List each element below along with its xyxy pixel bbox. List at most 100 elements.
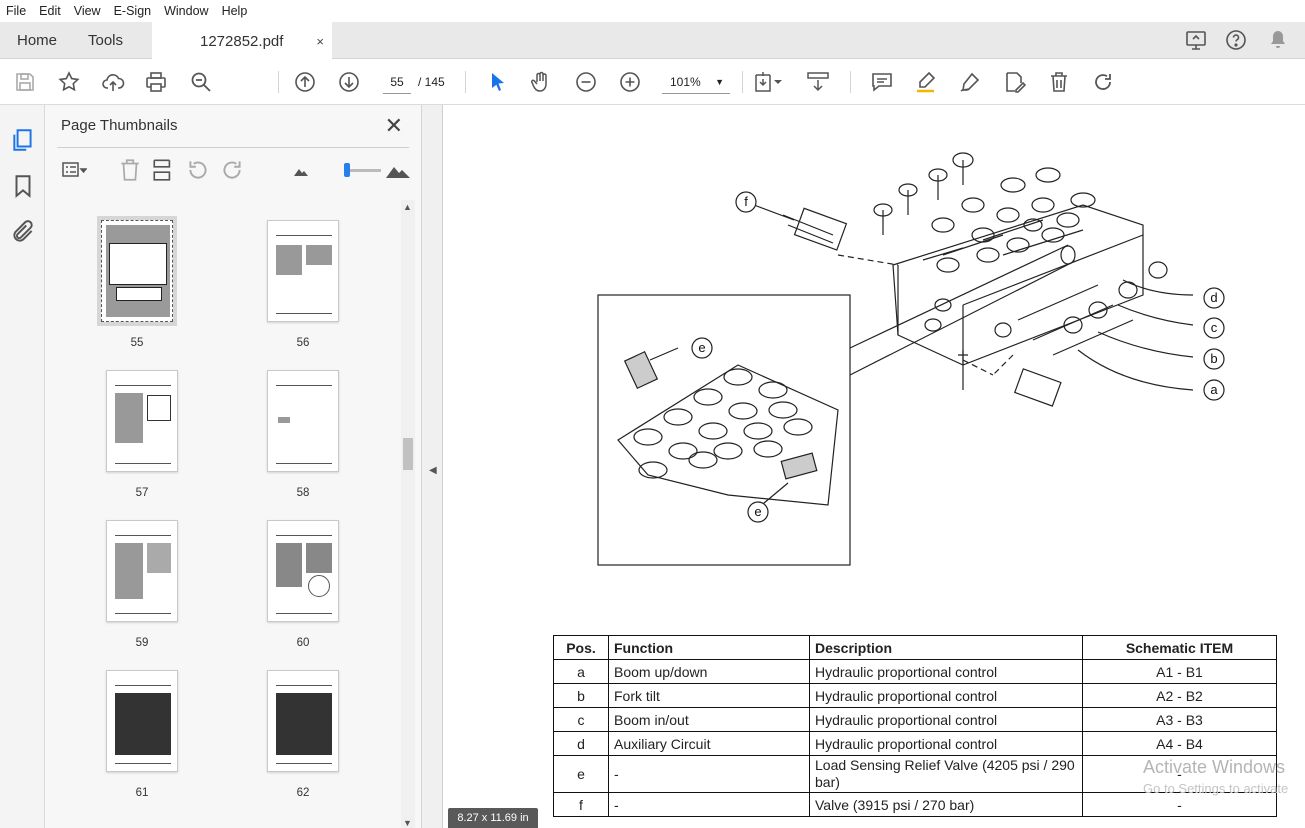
comment-icon[interactable] — [869, 69, 895, 95]
attachment-paperclip-icon[interactable] — [10, 219, 36, 245]
left-navigation-rail — [0, 105, 45, 828]
cell-pos: b — [553, 683, 609, 708]
chevron-down-icon[interactable] — [772, 69, 784, 95]
page-number-input[interactable]: 55 — [383, 70, 411, 94]
thumbnail-page-57[interactable] — [106, 370, 178, 472]
previous-page-icon[interactable] — [292, 69, 318, 95]
zoom-level-value: 101% — [670, 75, 701, 89]
tab-home[interactable]: Home — [17, 32, 58, 49]
cell-schematic: - — [1082, 755, 1277, 793]
insert-page-icon[interactable] — [151, 157, 177, 183]
callout-label-c: c — [1211, 320, 1218, 335]
cell-pos: c — [553, 707, 609, 732]
menu-file[interactable]: File — [6, 4, 27, 18]
scroll-up-icon[interactable]: ▲ — [403, 202, 412, 212]
select-cursor-icon[interactable] — [485, 69, 511, 95]
thumbnail-label: 61 — [135, 787, 149, 799]
tab-close-icon[interactable]: × — [316, 33, 324, 49]
draw-pen-icon[interactable] — [957, 69, 983, 95]
thumbnail-label: 58 — [296, 487, 310, 499]
table-row: b Fork tilt Hydraulic proportional contr… — [553, 683, 1277, 708]
callout-label-d: d — [1210, 290, 1217, 305]
thumbnail-page-62[interactable] — [267, 670, 339, 772]
fit-page-icon[interactable] — [752, 69, 778, 95]
save-icon[interactable] — [12, 69, 38, 95]
toolbar-divider — [850, 71, 851, 93]
menu-window[interactable]: Window — [164, 4, 209, 18]
thumbnail-scrollbar[interactable]: ▲ ▼ — [401, 200, 415, 828]
thumbnail-label: 62 — [296, 787, 310, 799]
page-thumbnails-panel: Page Thumbnails ✕ 55 56 57 58 — [45, 105, 422, 828]
notification-bell-icon[interactable] — [1265, 27, 1291, 53]
upload-cloud-icon[interactable] — [100, 69, 126, 95]
activate-windows-watermark: Activate Windows — [1143, 757, 1286, 777]
thumbnail-page-58[interactable] — [267, 370, 339, 472]
scroll-mode-icon[interactable] — [805, 69, 831, 95]
delete-page-icon[interactable] — [117, 157, 143, 183]
collapse-arrow-icon: ◀ — [429, 465, 437, 476]
bookmarks-icon[interactable] — [10, 173, 36, 199]
col-header-schematic: Schematic ITEM — [1082, 635, 1277, 660]
col-header-description: Description — [809, 635, 1083, 660]
cell-schematic: A4 - B4 — [1082, 731, 1277, 756]
toolbar-divider — [742, 71, 743, 93]
table-row: f - Valve (3915 psi / 270 bar) - — [553, 792, 1277, 817]
highlight-pen-icon[interactable] — [913, 69, 939, 95]
cell-description: Hydraulic proportional control — [809, 659, 1083, 684]
zoom-in-icon[interactable] — [617, 69, 643, 95]
cell-schematic: A3 - B3 — [1082, 707, 1277, 732]
share-screen-icon[interactable] — [1183, 27, 1209, 53]
col-header-pos: Pos. — [553, 635, 609, 660]
thumbnail-page-60[interactable] — [267, 520, 339, 622]
table-header-row: Pos. Function Description Schematic ITEM — [553, 635, 1277, 660]
thumbnail-page-56[interactable] — [267, 220, 339, 322]
rotate-right-icon[interactable] — [219, 157, 245, 183]
thumbnail-page-61[interactable] — [106, 670, 178, 772]
thumbnail-size-slider[interactable] — [345, 169, 381, 172]
toolbar-divider — [278, 71, 279, 93]
panel-collapse-handle[interactable]: ◀ — [422, 105, 443, 828]
cell-schematic: - — [1082, 792, 1277, 817]
cell-function: Fork tilt — [608, 683, 810, 708]
thumbnail-page-55[interactable] — [97, 216, 177, 326]
tab-document[interactable]: 1272852.pdf × — [152, 22, 332, 60]
thumbnail-options-icon[interactable] — [61, 157, 88, 183]
thumbnail-label: 56 — [296, 337, 310, 349]
slider-handle[interactable] — [344, 163, 350, 177]
zoom-level-select[interactable]: 101% ▼ — [662, 70, 730, 94]
callout-leaders — [753, 204, 1194, 391]
tab-document-label: 1272852.pdf — [200, 32, 284, 50]
menu-esign[interactable]: E-Sign — [113, 4, 152, 18]
thumbnail-label: 57 — [135, 487, 149, 499]
zoom-out-icon[interactable] — [573, 69, 599, 95]
edit-text-icon[interactable] — [1001, 69, 1027, 95]
next-page-icon[interactable] — [336, 69, 362, 95]
thumbnail-page-59[interactable] — [106, 520, 178, 622]
panel-title: Page Thumbnails — [61, 117, 178, 134]
cell-function: - — [608, 792, 810, 817]
menu-view[interactable]: View — [73, 4, 101, 18]
activate-windows-subtext: Go to Settings to activate — [1143, 781, 1289, 796]
tab-tools[interactable]: Tools — [88, 32, 124, 49]
scrollbar-thumb[interactable] — [403, 438, 413, 470]
large-thumbnail-mountain-icon[interactable] — [385, 157, 411, 183]
col-header-function: Function — [608, 635, 810, 660]
help-icon[interactable] — [1223, 27, 1249, 53]
callout-label-e: e — [754, 504, 761, 519]
close-icon[interactable]: ✕ — [384, 113, 403, 138]
menu-help[interactable]: Help — [221, 4, 248, 18]
menu-edit[interactable]: Edit — [39, 4, 61, 18]
chevron-down-icon: ▼ — [715, 77, 724, 87]
bookmark-star-icon[interactable] — [56, 69, 82, 95]
delete-trash-icon[interactable] — [1046, 69, 1072, 95]
print-icon[interactable] — [143, 69, 169, 95]
callout-label-a: a — [1210, 382, 1218, 397]
tab-bar: Home Tools 1272852.pdf × — [0, 22, 1305, 60]
redo-rotate-icon[interactable] — [1090, 69, 1116, 95]
page-thumbnails-icon[interactable] — [10, 127, 36, 153]
zoom-search-icon[interactable] — [188, 69, 214, 95]
scroll-down-icon[interactable]: ▼ — [403, 818, 412, 828]
rotate-left-icon[interactable] — [185, 157, 211, 183]
hand-tool-icon[interactable] — [528, 69, 554, 95]
small-thumbnail-mountain-icon[interactable] — [293, 163, 309, 179]
